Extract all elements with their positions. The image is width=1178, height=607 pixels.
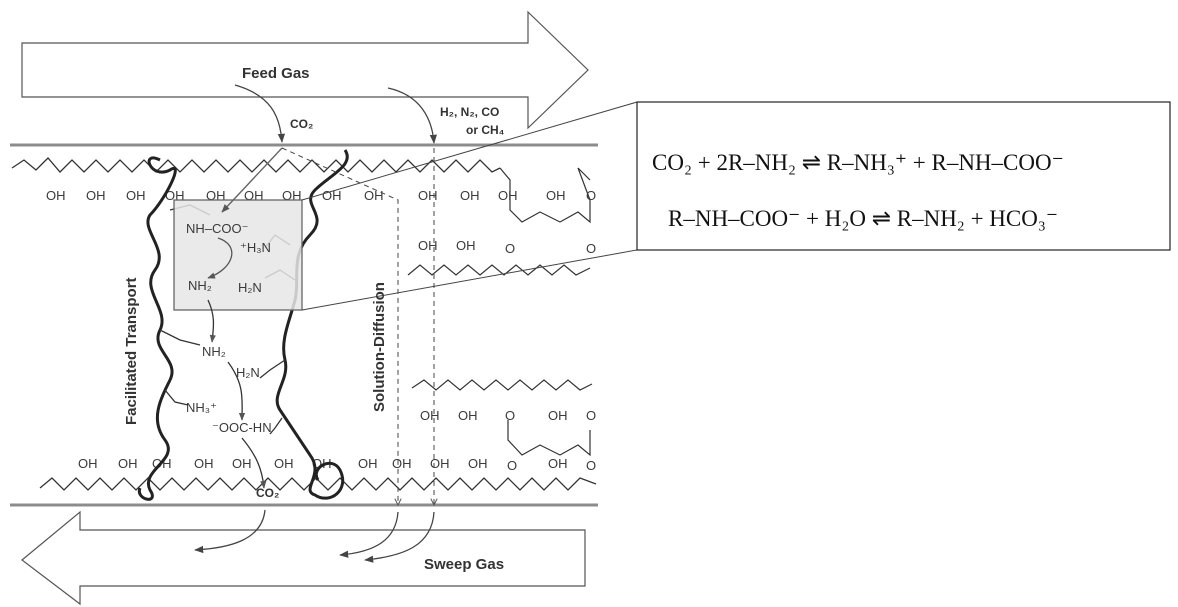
solution-diffusion-path-1 [281, 147, 398, 505]
sweep-gas-label: Sweep Gas [424, 556, 504, 573]
free-amine-label-4: H₂N [236, 365, 260, 380]
co2-released-label: CO₂ [256, 486, 279, 500]
ether-oxygen-label: O [586, 458, 596, 473]
zoom-projection-top [301, 101, 638, 201]
feed-gas-label: Feed Gas [242, 65, 310, 82]
hydroxyl-label: OH [78, 456, 98, 471]
reaction-equation-box [636, 101, 1171, 251]
hydroxyl-label: OH [194, 456, 214, 471]
hydroxyl-label: OH [232, 456, 252, 471]
hydroxyl-label: OH [420, 408, 440, 423]
mid-polymer-fragment-lower [411, 379, 593, 391]
free-amine-label-2: H₂N [238, 280, 262, 295]
hydroxyl-label: OH [322, 188, 342, 203]
co2-entry-arrow [234, 84, 286, 143]
sweep-gas-arrow [21, 510, 586, 606]
other-gas-label-line1: H₂, N₂, CO [440, 105, 499, 119]
co2-entry-label: CO₂ [290, 117, 313, 131]
hydroxyl-label: OH [392, 456, 412, 471]
zoom-region-box [173, 199, 303, 311]
hydroxyl-label: OH [244, 188, 264, 203]
hydroxyl-label: OH [282, 188, 302, 203]
diffusion-exit-arrow-2 [364, 511, 435, 563]
co2-to-carrier-arrow [221, 147, 283, 213]
mid-acetal-ring [507, 420, 591, 457]
facilitated-transport-label: Facilitated Transport [123, 277, 140, 425]
amine-branch-7 [269, 417, 283, 435]
other-gas-label-line2: or CH₄ [466, 123, 505, 137]
top-acetal-ring [499, 167, 591, 224]
protonated-amine-label-1: ⁺H₃N [240, 240, 271, 255]
ether-oxygen-label: O [586, 408, 596, 423]
hydroxyl-label: OH [548, 456, 568, 471]
hydroxyl-label: OH [548, 408, 568, 423]
zoom-projection-bottom [301, 249, 638, 311]
hydroxyl-label: OH [86, 188, 106, 203]
hydroxyl-label: OH [456, 238, 476, 253]
hydroxyl-label: OH [418, 188, 438, 203]
amine-branch-6 [164, 389, 189, 406]
mid-polymer-fragment-upper [407, 264, 591, 276]
carbamate-label: NH–COO⁻ [186, 221, 248, 236]
amine-branch-4 [159, 329, 201, 346]
hydroxyl-label: OH [418, 238, 438, 253]
top-polymer-backbone [11, 157, 501, 173]
amine-hop-arrow-1 [207, 299, 216, 343]
ether-oxygen-label: O [505, 408, 515, 423]
diffusion-exit-arrow-1 [339, 511, 399, 558]
solution-diffusion-label: Solution-Diffusion [371, 282, 388, 412]
ether-oxygen-label: O [586, 188, 596, 203]
free-amine-label-1: NH₂ [188, 278, 212, 293]
hydroxyl-label: OH [468, 456, 488, 471]
amine-hop-arrow-2 [227, 361, 246, 421]
hydroxyl-label: OH [358, 456, 378, 471]
protonated-amine-label-2: NH₃⁺ [186, 400, 217, 415]
hydroxyl-label: OH [546, 188, 566, 203]
reaction-equation-1: CO₂ + 2R–NH₂ ⇌ R–NH₃⁺ + R–NH–COO⁻ [652, 150, 1064, 175]
hydroxyl-label: OH [206, 188, 226, 203]
hydroxyl-label: OH [46, 188, 66, 203]
amine-branch-5 [259, 359, 286, 379]
ether-oxygen-label: O [586, 241, 596, 256]
other-gas-entry-arrow [387, 87, 437, 144]
carbamate-label-2: ⁻OOC-HN [212, 420, 272, 435]
hydroxyl-label: OH [498, 188, 518, 203]
free-amine-label-3: NH₂ [202, 344, 226, 359]
hydroxyl-label: OH [165, 188, 185, 203]
co2-exit-arrow [194, 509, 266, 554]
hydroxyl-label: OH [460, 188, 480, 203]
co2-release-arrow [241, 437, 267, 489]
hydroxyl-label: OH [312, 456, 332, 471]
carbamate-to-amine-arrow [207, 237, 233, 279]
ether-oxygen-label: O [505, 241, 515, 256]
hydroxyl-label: OH [430, 456, 450, 471]
amine-carrier-chain-right [275, 149, 349, 500]
hydroxyl-label: OH [458, 408, 478, 423]
hydroxyl-label: OH [126, 188, 146, 203]
ether-oxygen-label: O [507, 458, 517, 473]
hydroxyl-label: OH [364, 188, 384, 203]
hydroxyl-label: OH [118, 456, 138, 471]
amine-carrier-chain-left [137, 156, 177, 501]
feed-gas-arrow [21, 10, 589, 130]
reaction-equation-2: R–NH–COO⁻ + H₂O ⇌ R–NH₂ + HCO₃⁻ [668, 206, 1058, 231]
hydroxyl-label: OH [274, 456, 294, 471]
